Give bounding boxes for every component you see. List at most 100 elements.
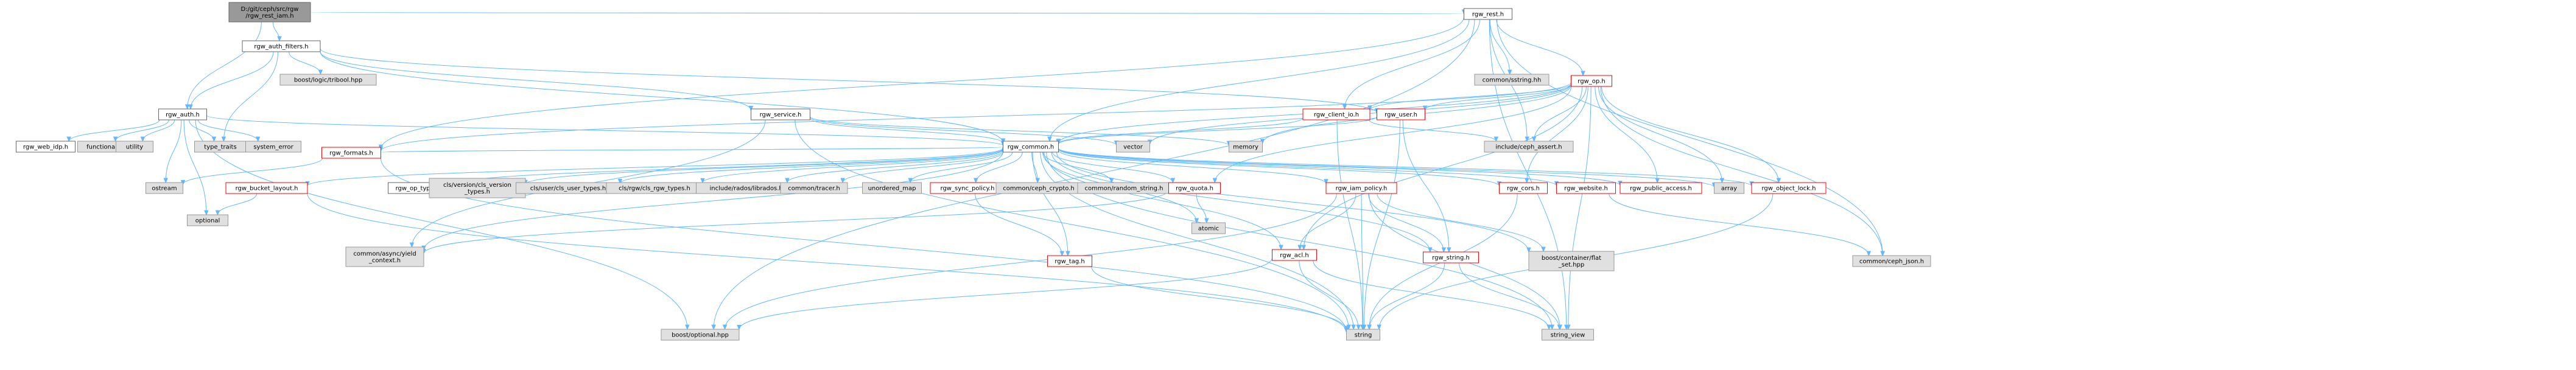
node-box	[1272, 249, 1317, 261]
edge-rgw-client-io-to-include-ceph-assert	[1369, 119, 1497, 142]
edge-rgw-quota-to-yield-context	[423, 190, 1169, 254]
node-rgw-formats[interactable]: rgw_formats.h	[321, 147, 381, 159]
edge-rgw-common-to-array	[1058, 148, 1714, 187]
node-rgw-op[interactable]: rgw_op.h	[1571, 75, 1612, 87]
node-rgw-cors[interactable]: rgw_cors.h	[1499, 182, 1548, 194]
node-rgw-auth[interactable]: rgw_auth.h	[158, 108, 207, 120]
node-rgw-user[interactable]: rgw_user.h	[1377, 108, 1425, 120]
node-rgw-iam-policy[interactable]: rgw_iam_policy.h	[1325, 182, 1397, 194]
node-label: cls/user/cls_user_types.h	[530, 186, 606, 192]
node-rgw-website[interactable]: rgw_website.h	[1556, 182, 1616, 194]
node-rgw-service[interactable]: rgw_service.h	[751, 108, 810, 120]
node-rgw-rest[interactable]: rgw_rest.h	[1464, 8, 1512, 20]
node-rgw-common[interactable]: rgw_common.h	[1003, 141, 1059, 153]
edge-rgw-op-to-rgw-cors	[1526, 86, 1588, 183]
arrowhead	[1719, 178, 1725, 184]
node-rgw-quota[interactable]: rgw_quota.h	[1168, 182, 1221, 194]
node-label: rgw_acl.h	[1280, 253, 1308, 259]
edge-rgw-acl-to-string	[1299, 260, 1359, 330]
node-label: rgw_service.h	[760, 112, 802, 119]
node-rgw-client-io[interactable]: rgw_client_io.h	[1302, 108, 1370, 120]
node-label: ostream	[152, 186, 177, 192]
edge-rgw-common-to-rgw-quota	[1052, 152, 1173, 183]
arrowhead	[1377, 324, 1381, 330]
edge-rgw-auth-to-type-traits	[189, 119, 214, 142]
edge-rgw-auth-filters-to-rgw-common	[320, 51, 1003, 143]
node-box	[1556, 182, 1616, 194]
edge-rgw-common-to-flat-set	[1056, 152, 1529, 253]
node-label: boost/optional.hpp	[672, 332, 729, 339]
arrowhead	[211, 136, 217, 142]
edge-rgw-rest-to-ceph-json	[1497, 19, 1883, 256]
arrowhead	[1170, 178, 1176, 184]
node-label: /rgw_rest_iam.h	[245, 13, 293, 19]
node-rgw-sync-policy[interactable]: rgw_sync_policy.h	[930, 182, 1005, 194]
edge-rgw-iam-policy-to-rgw-acl	[1299, 193, 1356, 250]
node-box	[1542, 329, 1594, 341]
arrowhead	[1297, 245, 1302, 251]
node-rgw-bucket-layout[interactable]: rgw_bucket_layout.h	[225, 182, 308, 194]
edge-rgw-auth-filters-to-boost-tribool	[289, 51, 321, 75]
edge-rgw-rest-to-boost-optional	[713, 19, 1475, 330]
arrowhead	[1344, 326, 1349, 332]
node-label: rgw_quota.h	[1176, 186, 1213, 192]
edge-rgw-op-to-include-ceph-assert	[1534, 86, 1587, 142]
edge-rgw-auth-filters-to-rgw-auth	[190, 51, 274, 110]
arrowhead	[1279, 245, 1283, 251]
node-rgw-object-lock[interactable]: rgw_object_lock.h	[1751, 182, 1827, 194]
edge-rgw-auth-to-cstream	[165, 119, 182, 183]
arrowhead	[1776, 178, 1781, 184]
edge-rgw-sync-policy-to-rgw-tag	[975, 193, 1062, 256]
node-label: rgw_website.h	[1564, 186, 1608, 192]
node-rgw-string[interactable]: rgw_string.h	[1423, 251, 1479, 264]
node-label: boost/container/flat	[1542, 255, 1601, 262]
node-rgw-acl[interactable]: rgw_acl.h	[1272, 249, 1317, 261]
node-boost-optional: boost/optional.hpp	[661, 329, 740, 341]
node-label: common/random_string.h	[1085, 186, 1163, 192]
arrowhead	[908, 178, 913, 184]
arrowhead	[685, 324, 690, 330]
arrowhead	[140, 136, 146, 142]
node-label: include/ceph_assert.h	[1495, 144, 1562, 151]
node-rgw-auth-filters[interactable]: rgw_auth_filters.h	[242, 40, 321, 52]
node-rgw-public-access[interactable]: rgw_public_access.h	[1620, 182, 1702, 194]
edge-rgw-user-to-rgw-common	[1058, 116, 1377, 145]
arrowhead	[318, 69, 323, 75]
node-rgw-web-idp[interactable]: rgw_web_idp.h	[16, 141, 75, 153]
node-label: rgw_common.h	[1008, 144, 1055, 151]
node-label: common/tracer.h	[788, 186, 840, 192]
arrowhead	[1581, 71, 1585, 77]
node-label: utility	[126, 144, 144, 151]
node-type-traits: type_traits	[194, 141, 247, 153]
node-box	[1474, 74, 1549, 86]
arrowhead	[1422, 105, 1428, 111]
arrowhead	[1059, 251, 1065, 257]
node-label: common/ceph_json.h	[1859, 259, 1924, 265]
node-box	[1003, 141, 1059, 153]
edge-rgw-common-to-rgw-iam-policy	[1058, 150, 1327, 184]
arrowhead	[737, 324, 742, 330]
node-root[interactable]: D:/git/ceph/src/rgw/rgw_rest_iam.h	[228, 2, 311, 23]
node-label: rgw_cors.h	[1507, 186, 1540, 192]
edges-layer	[66, 9, 1886, 333]
node-box	[1528, 251, 1615, 271]
edge-rgw-string-to-string-view	[1459, 262, 1560, 330]
node-label: memory	[1233, 144, 1258, 151]
node-rgw-tag[interactable]: rgw_tag.h	[1047, 255, 1092, 267]
node-cls-version: cls/version/cls_version_types.h	[429, 178, 526, 198]
node-box	[279, 74, 377, 86]
node-ceph-json: common/ceph_json.h	[1852, 255, 1931, 267]
node-random-string: common/random_string.h	[1077, 182, 1171, 194]
node-box	[1191, 222, 1226, 234]
arrowhead	[711, 324, 716, 330]
edge-rgw-common-to-yield-context	[423, 151, 1003, 251]
arrowhead	[1447, 247, 1451, 253]
node-label: atomic	[1198, 226, 1219, 232]
node-string-view: string_view	[1542, 329, 1594, 341]
arrowhead	[974, 178, 978, 184]
edge-rgw-rest-to-rgw-common	[1049, 19, 1470, 142]
edge-rgw-common-to-rgw-website	[1058, 148, 1557, 186]
edge-rgw-iam-policy-to-string	[1361, 193, 1364, 330]
node-label: rgw_auth_filters.h	[254, 44, 308, 51]
